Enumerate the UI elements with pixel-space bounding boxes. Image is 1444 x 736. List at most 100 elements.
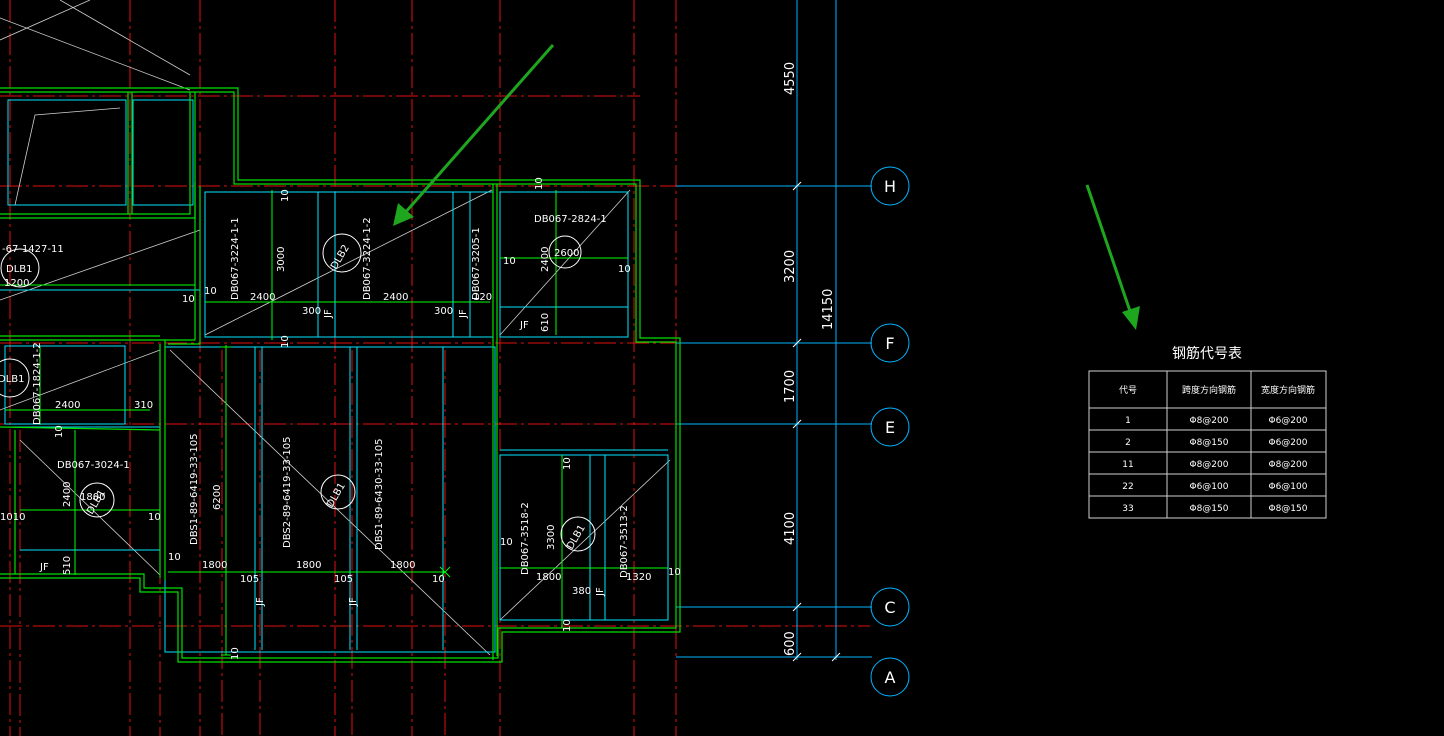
table-cell: Φ6@100 <box>1269 482 1308 492</box>
slab-label-6430[interactable]: DBS1-89-6430-33-105 <box>374 438 385 550</box>
mark-10-g: 10 <box>534 177 545 190</box>
mark-510: 510 <box>62 556 73 575</box>
table-header-width: 宽度方向钢筋 <box>1261 384 1315 396</box>
table-title: 钢筋代号表 <box>1172 345 1242 362</box>
mark-2400-v: 2400 <box>540 247 551 272</box>
rebar-code-table: 钢筋代号表 代号 跨度方向钢筋 宽度方向钢筋 1 Φ8@200 Φ6@200 2… <box>1088 345 1327 519</box>
red-axis-lines <box>0 0 870 736</box>
green-wall-outlines <box>0 87 681 663</box>
mark-10-p: 10 <box>668 567 681 578</box>
table-cell: Φ6@200 <box>1269 416 1308 426</box>
mark-120: 120 <box>473 292 492 303</box>
mark-2400-a: 2400 <box>250 292 275 303</box>
slab-bubble-1[interactable]: DLB2 <box>322 233 362 273</box>
table-cell: 33 <box>1122 504 1133 514</box>
mark-jf-c: JF <box>519 320 529 331</box>
mark-10-m: 10 <box>562 457 573 470</box>
mark-jf-b: JF <box>458 309 469 319</box>
table-cell: Φ8@200 <box>1190 416 1229 426</box>
mark-10-l: 10 <box>230 647 241 660</box>
table-cell: Φ6@200 <box>1269 438 1308 448</box>
axis-label-c: C <box>884 598 895 617</box>
mark-3300: 3300 <box>546 525 557 550</box>
axis-label-e: E <box>885 418 895 437</box>
mark-1200: 1200 <box>4 278 29 289</box>
dimension-lines <box>676 0 872 660</box>
mark-1800-a: 1800 <box>80 492 105 503</box>
rebar-lines <box>0 190 668 655</box>
mark-10-k: 10 <box>168 552 181 563</box>
dim-4550: 4550 <box>783 62 798 95</box>
table-cell: 11 <box>1122 460 1133 470</box>
mark-1800-d: 1800 <box>390 560 415 571</box>
slab-label-6419-a[interactable]: DBS1-89-6419-33-105 <box>189 433 200 545</box>
bubble-text-6: DLB1 <box>565 523 588 551</box>
annotation-arrow-right <box>1085 184 1140 330</box>
table-cell: Φ8@200 <box>1269 460 1308 470</box>
table-cell: Φ6@100 <box>1190 482 1229 492</box>
table-cell: Φ8@150 <box>1190 504 1229 514</box>
table-header-span: 跨度方向钢筋 <box>1182 384 1236 396</box>
slab-label-3024-1[interactable]: DB067-3024-1 <box>57 460 130 471</box>
cyan-inner-lines <box>0 99 669 653</box>
mark-10-n: 10 <box>562 619 573 632</box>
axis-bubble-h[interactable]: H <box>870 166 910 206</box>
mark-310: 310 <box>134 400 153 411</box>
mark-jf-g: JF <box>595 587 606 597</box>
slab-label-3205-1[interactable]: DB067-3205-1 <box>471 227 482 300</box>
mark-2600: 2600 <box>554 248 579 259</box>
mark-10-a: 10 <box>280 189 291 202</box>
slab-label-6419-b[interactable]: DBS2-89-6419-33-105 <box>282 436 293 548</box>
axis-label-a: A <box>885 668 896 687</box>
mark-380: 380 <box>572 586 591 597</box>
bubble-text-1: DLB2 <box>329 243 352 271</box>
mark-2400-d: 2400 <box>62 482 73 507</box>
axis-bubble-c[interactable]: C <box>870 587 910 627</box>
mark-6200: 6200 <box>212 485 223 510</box>
mark-2400-b: 2400 <box>383 292 408 303</box>
mark-10-d: 10 <box>204 286 217 297</box>
slab-bubble-7[interactable] <box>548 235 582 269</box>
mark-jf-f: JF <box>348 597 359 607</box>
mark-10-b: 10 <box>280 335 291 348</box>
axis-bubble-f[interactable]: F <box>870 323 910 363</box>
mark-10-i: 10 <box>148 512 161 523</box>
slab-bubble-2[interactable]: DLB1 <box>0 248 40 288</box>
mark-610: 610 <box>540 313 551 332</box>
slab-label-3224-1-1[interactable]: DB067-3224-1-1 <box>230 217 241 300</box>
mark-jf-d: JF <box>39 562 49 573</box>
slab-bubble-3[interactable]: DLB1 <box>0 358 30 398</box>
annotation-arrow-left <box>393 44 555 226</box>
mark-300-a: 300 <box>302 306 321 317</box>
mark-1010: 1010 <box>0 512 25 523</box>
slab-label-3513-2[interactable]: DB067-3513-2 <box>619 505 630 578</box>
mark-10-j: 10 <box>432 574 445 585</box>
mark-1800-b: 1800 <box>202 560 227 571</box>
mark-1800-e: 1800 <box>536 572 561 583</box>
rebar-dimension-texts: 2400 300 2400 300 120 3000 JF JF 10 10 1… <box>0 177 681 660</box>
mark-2400-c: 2400 <box>55 400 80 411</box>
slab-label-1427-11[interactable]: -67-1427-11 <box>2 244 64 255</box>
slab-label-1824-1-2[interactable]: DB067-1824-1-2 <box>32 342 43 425</box>
mark-10-f: 10 <box>618 264 631 275</box>
table-cell: 22 <box>1122 482 1133 492</box>
axis-bubble-a[interactable]: A <box>870 657 910 697</box>
mark-10-e: 10 <box>503 256 516 267</box>
table-cell: Φ8@150 <box>1269 504 1308 514</box>
table-cell: Φ8@200 <box>1190 460 1229 470</box>
mark-10-h: 10 <box>54 425 65 438</box>
slab-label-3518-2[interactable]: DB067-3518-2 <box>520 502 531 575</box>
dim-600: 600 <box>783 631 798 656</box>
mark-300-b: 300 <box>434 306 453 317</box>
mark-1320: 1320 <box>626 572 651 583</box>
table-header-code: 代号 <box>1119 385 1137 396</box>
table-cell: 2 <box>1125 438 1131 448</box>
slab-label-3224-1-2[interactable]: DB067-3224-1-2 <box>362 217 373 300</box>
table-cell: 1 <box>1125 416 1131 426</box>
mark-105-a: 105 <box>240 574 259 585</box>
slab-label-2824-1[interactable]: DB067-2824-1 <box>534 214 607 225</box>
axis-label-h: H <box>884 177 896 196</box>
axis-bubble-e[interactable]: E <box>870 407 910 447</box>
mark-1800-c: 1800 <box>296 560 321 571</box>
